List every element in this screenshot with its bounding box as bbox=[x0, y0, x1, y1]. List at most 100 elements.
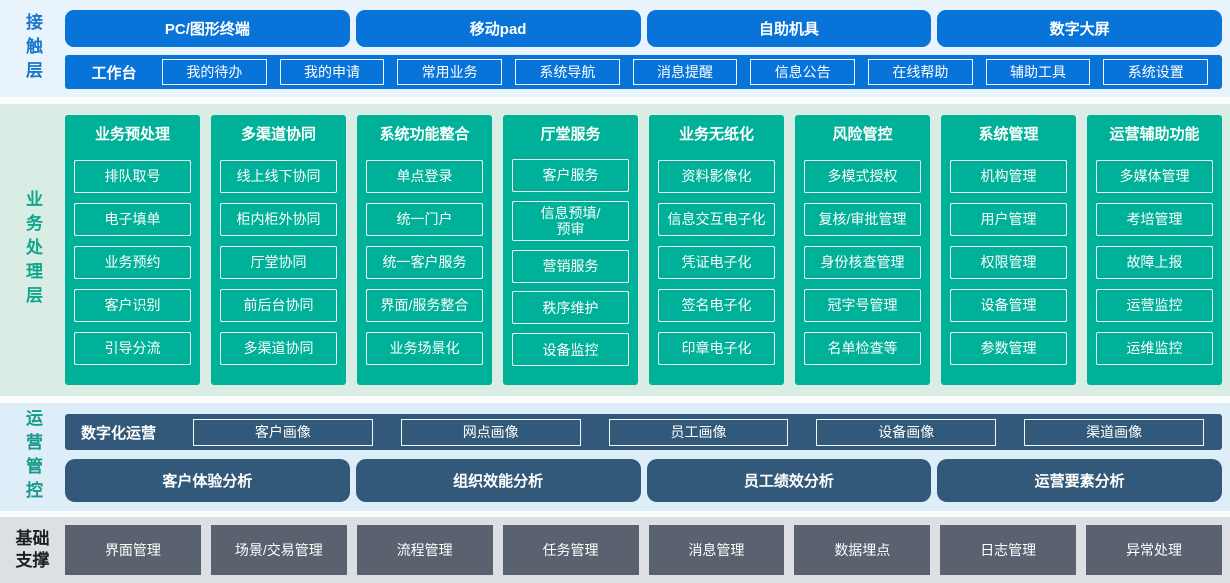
column-items: 资料影像化 信息交互电子化 凭证电子化 签名电子化 印章电子化 bbox=[658, 150, 775, 375]
workbench-item-common-business: 常用业务 bbox=[397, 59, 503, 85]
foundation-task-management: 任务管理 bbox=[502, 525, 639, 575]
module-box: 柜内柜外协同 bbox=[220, 203, 337, 236]
foundation-data-tracking: 数据埋点 bbox=[794, 525, 931, 575]
column-lobby-services: 厅堂服务 客户服务 信息预填/ 预审 营销服务 秩序维护 设备监控 bbox=[503, 115, 638, 385]
workbench-item-system-settings: 系统设置 bbox=[1103, 59, 1209, 85]
column-title: 多渠道协同 bbox=[240, 126, 316, 143]
module-box: 电子填单 bbox=[74, 203, 191, 236]
module-box: 签名电子化 bbox=[658, 289, 775, 322]
digital-operation-bar: 数字化运营 客户画像 网点画像 员工画像 设备画像 渠道画像 bbox=[65, 414, 1222, 450]
foundation-scene-transaction-management: 场景/交易管理 bbox=[210, 525, 347, 575]
module-box: 前后台协同 bbox=[220, 289, 337, 322]
module-box: 统一门户 bbox=[366, 203, 483, 236]
profile-device: 设备画像 bbox=[816, 418, 997, 446]
column-operation-auxiliary-functions: 运营辅助功能 多媒体管理 考培管理 故障上报 运营监控 运维监控 bbox=[1087, 115, 1222, 385]
channel-mobile-pad: 移动pad bbox=[355, 10, 641, 47]
contact-layer-label-column: 接触层 bbox=[0, 0, 65, 97]
module-box: 统一客户服务 bbox=[366, 246, 483, 279]
foundation-label: 基础支撑 bbox=[15, 528, 50, 570]
column-business-preprocessing: 业务预处理 排队取号 电子填单 业务预约 客户识别 引导分流 bbox=[65, 115, 200, 385]
column-title: 风险管控 bbox=[832, 126, 893, 143]
analysis-operation-elements: 运营要素分析 bbox=[937, 459, 1222, 502]
module-box: 冠字号管理 bbox=[804, 289, 921, 322]
workbench-bar: 工作台 我的待办 我的申请 常用业务 系统导航 消息提醒 信息公告 在线帮助 辅… bbox=[65, 55, 1222, 89]
workbench-item-my-todo: 我的待办 bbox=[162, 59, 267, 85]
column-title: 系统管理 bbox=[978, 126, 1039, 143]
module-box: 运营监控 bbox=[1096, 289, 1213, 322]
workbench-item-information-notice: 信息公告 bbox=[750, 59, 856, 85]
channel-digital-screen: 数字大屏 bbox=[937, 10, 1222, 47]
column-items: 多媒体管理 考培管理 故障上报 运营监控 运维监控 bbox=[1096, 150, 1213, 375]
module-box: 线上线下协同 bbox=[220, 160, 337, 193]
column-items: 机构管理 用户管理 权限管理 设备管理 参数管理 bbox=[950, 150, 1067, 375]
module-box: 信息预填/ 预审 bbox=[512, 200, 629, 241]
foundation-exception-handling: 异常处理 bbox=[1086, 525, 1222, 575]
module-box: 运维监控 bbox=[1096, 332, 1213, 365]
foundation-log-management: 日志管理 bbox=[940, 525, 1077, 575]
workbench-item-auxiliary-tools: 辅助工具 bbox=[985, 59, 1091, 85]
module-box: 凭证电子化 bbox=[658, 246, 775, 279]
module-box: 印章电子化 bbox=[658, 332, 775, 365]
module-box: 考培管理 bbox=[1096, 203, 1213, 236]
module-box: 营销服务 bbox=[512, 249, 629, 283]
module-box: 引导分流 bbox=[74, 332, 191, 365]
module-box: 多渠道协同 bbox=[220, 332, 337, 365]
column-system-management: 系统管理 机构管理 用户管理 权限管理 设备管理 参数管理 bbox=[941, 115, 1076, 385]
column-items: 线上线下协同 柜内柜外协同 厅堂协同 前后台协同 多渠道协同 bbox=[220, 150, 337, 375]
module-box: 参数管理 bbox=[950, 332, 1067, 365]
operations-label: 运营管控 bbox=[23, 409, 42, 505]
column-multichannel-collaboration: 多渠道协同 线上线下协同 柜内柜外协同 厅堂协同 前后台协同 多渠道协同 bbox=[211, 115, 346, 385]
module-box: 界面/服务整合 bbox=[366, 289, 483, 322]
profile-employee: 员工画像 bbox=[608, 418, 789, 446]
module-box: 信息交互电子化 bbox=[658, 203, 775, 236]
workbench-item-online-help: 在线帮助 bbox=[868, 59, 973, 85]
column-title: 运营辅助功能 bbox=[1109, 126, 1200, 143]
contact-layer-label: 接触层 bbox=[23, 12, 42, 85]
foundation-label-column: 基础支撑 bbox=[0, 517, 65, 583]
column-title: 业务无纸化 bbox=[678, 126, 754, 143]
operations-label-column: 运营管控 bbox=[0, 403, 65, 511]
foundation-ui-management: 界面管理 bbox=[65, 525, 201, 575]
business-layer-content: 业务预处理 排队取号 电子填单 业务预约 客户识别 引导分流 多渠道协同 线上线… bbox=[65, 104, 1230, 396]
column-risk-management: 风险管控 多模式授权 复核/审批管理 身份核查管理 冠字号管理 名单检查等 bbox=[795, 115, 930, 385]
channel-row: PC/图形终端 移动pad 自助机具 数字大屏 bbox=[65, 10, 1222, 47]
module-box: 权限管理 bbox=[950, 246, 1067, 279]
column-title: 业务预处理 bbox=[94, 126, 170, 143]
workbench-item-message-reminder: 消息提醒 bbox=[632, 59, 738, 85]
column-items: 客户服务 信息预填/ 预审 营销服务 秩序维护 设备监控 bbox=[512, 150, 629, 375]
module-box: 客户服务 bbox=[512, 158, 629, 192]
module-box: 业务场景化 bbox=[366, 332, 483, 365]
contact-layer-content: PC/图形终端 移动pad 自助机具 数字大屏 工作台 我的待办 我的申请 常用… bbox=[65, 0, 1230, 97]
operations-management-band: 运营管控 数字化运营 客户画像 网点画像 员工画像 设备画像 渠道画像 客户体验… bbox=[0, 403, 1230, 511]
contact-layer-band: 接触层 PC/图形终端 移动pad 自助机具 数字大屏 工作台 我的待办 我的申… bbox=[0, 0, 1230, 97]
analysis-row: 客户体验分析 组织效能分析 员工绩效分析 运营要素分析 bbox=[65, 459, 1222, 502]
operations-content: 数字化运营 客户画像 网点画像 员工画像 设备画像 渠道画像 客户体验分析 组织… bbox=[65, 403, 1230, 511]
module-box: 多模式授权 bbox=[804, 160, 921, 193]
column-items: 排队取号 电子填单 业务预约 客户识别 引导分流 bbox=[74, 150, 191, 375]
column-items: 单点登录 统一门户 统一客户服务 界面/服务整合 业务场景化 bbox=[366, 150, 483, 375]
module-box: 故障上报 bbox=[1096, 246, 1213, 279]
module-box: 业务预约 bbox=[74, 246, 191, 279]
module-box: 秩序维护 bbox=[512, 291, 629, 325]
channel-pc-terminal: PC/图形终端 bbox=[65, 10, 350, 47]
column-items: 多模式授权 复核/审批管理 身份核查管理 冠字号管理 名单检查等 bbox=[804, 150, 921, 375]
profile-customer: 客户画像 bbox=[193, 418, 373, 446]
digital-operation-label: 数字化运营 bbox=[81, 424, 157, 442]
module-box: 名单检查等 bbox=[804, 332, 921, 365]
module-box: 复核/审批管理 bbox=[804, 203, 921, 236]
column-system-function-integration: 系统功能整合 单点登录 统一门户 统一客户服务 界面/服务整合 业务场景化 bbox=[357, 115, 492, 385]
module-box: 用户管理 bbox=[950, 203, 1067, 236]
business-processing-layer-band: 业务处理层 业务预处理 排队取号 电子填单 业务预约 客户识别 引导分流 多渠道… bbox=[0, 104, 1230, 396]
profile-branch: 网点画像 bbox=[400, 418, 581, 446]
foundation-process-management: 流程管理 bbox=[356, 525, 493, 575]
channel-self-service: 自助机具 bbox=[646, 10, 932, 47]
analysis-employee-performance: 员工绩效分析 bbox=[646, 459, 932, 502]
column-title: 厅堂服务 bbox=[540, 126, 601, 143]
foundation-message-management: 消息管理 bbox=[648, 525, 785, 575]
module-box: 资料影像化 bbox=[658, 160, 775, 193]
module-box: 排队取号 bbox=[74, 160, 191, 193]
module-box: 身份核查管理 bbox=[804, 246, 921, 279]
module-box: 客户识别 bbox=[74, 289, 191, 322]
foundation-content: 界面管理 场景/交易管理 流程管理 任务管理 消息管理 数据埋点 日志管理 异常… bbox=[65, 517, 1230, 583]
